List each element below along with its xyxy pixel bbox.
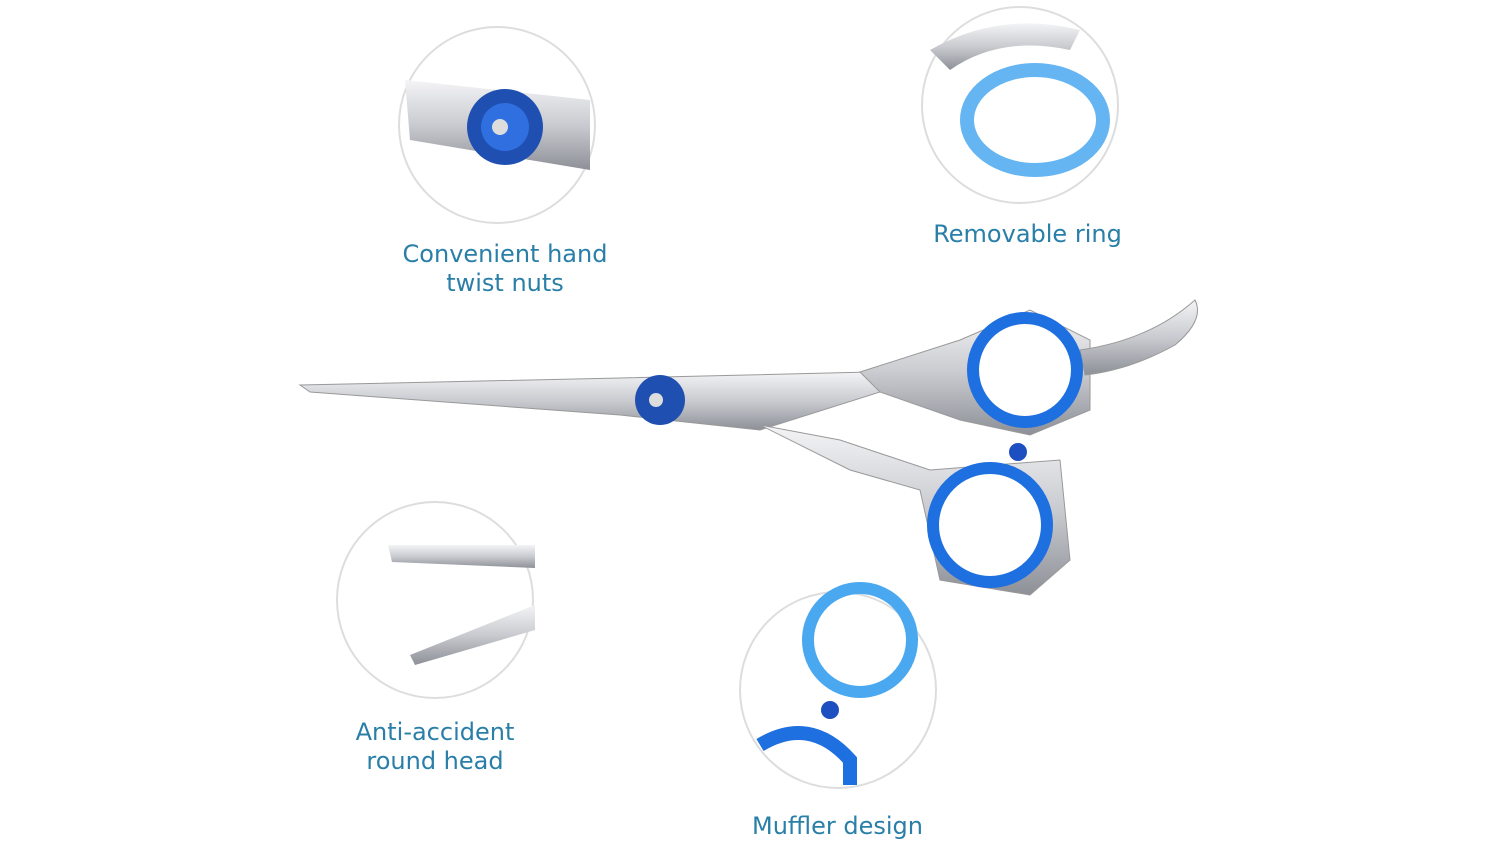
detail-circle-ring — [921, 6, 1119, 204]
caption-ring: Removable ring — [933, 220, 1122, 248]
detail-circle-muffler — [739, 582, 937, 789]
detail-circle-head — [336, 501, 535, 699]
caption-nuts: Convenient hand twist nuts — [402, 240, 608, 297]
caption-muffler: Muffler design — [752, 812, 923, 840]
caption-head: Anti-accident round head — [355, 718, 515, 775]
scissors — [298, 299, 1198, 596]
detail-circle-nuts — [398, 26, 596, 224]
